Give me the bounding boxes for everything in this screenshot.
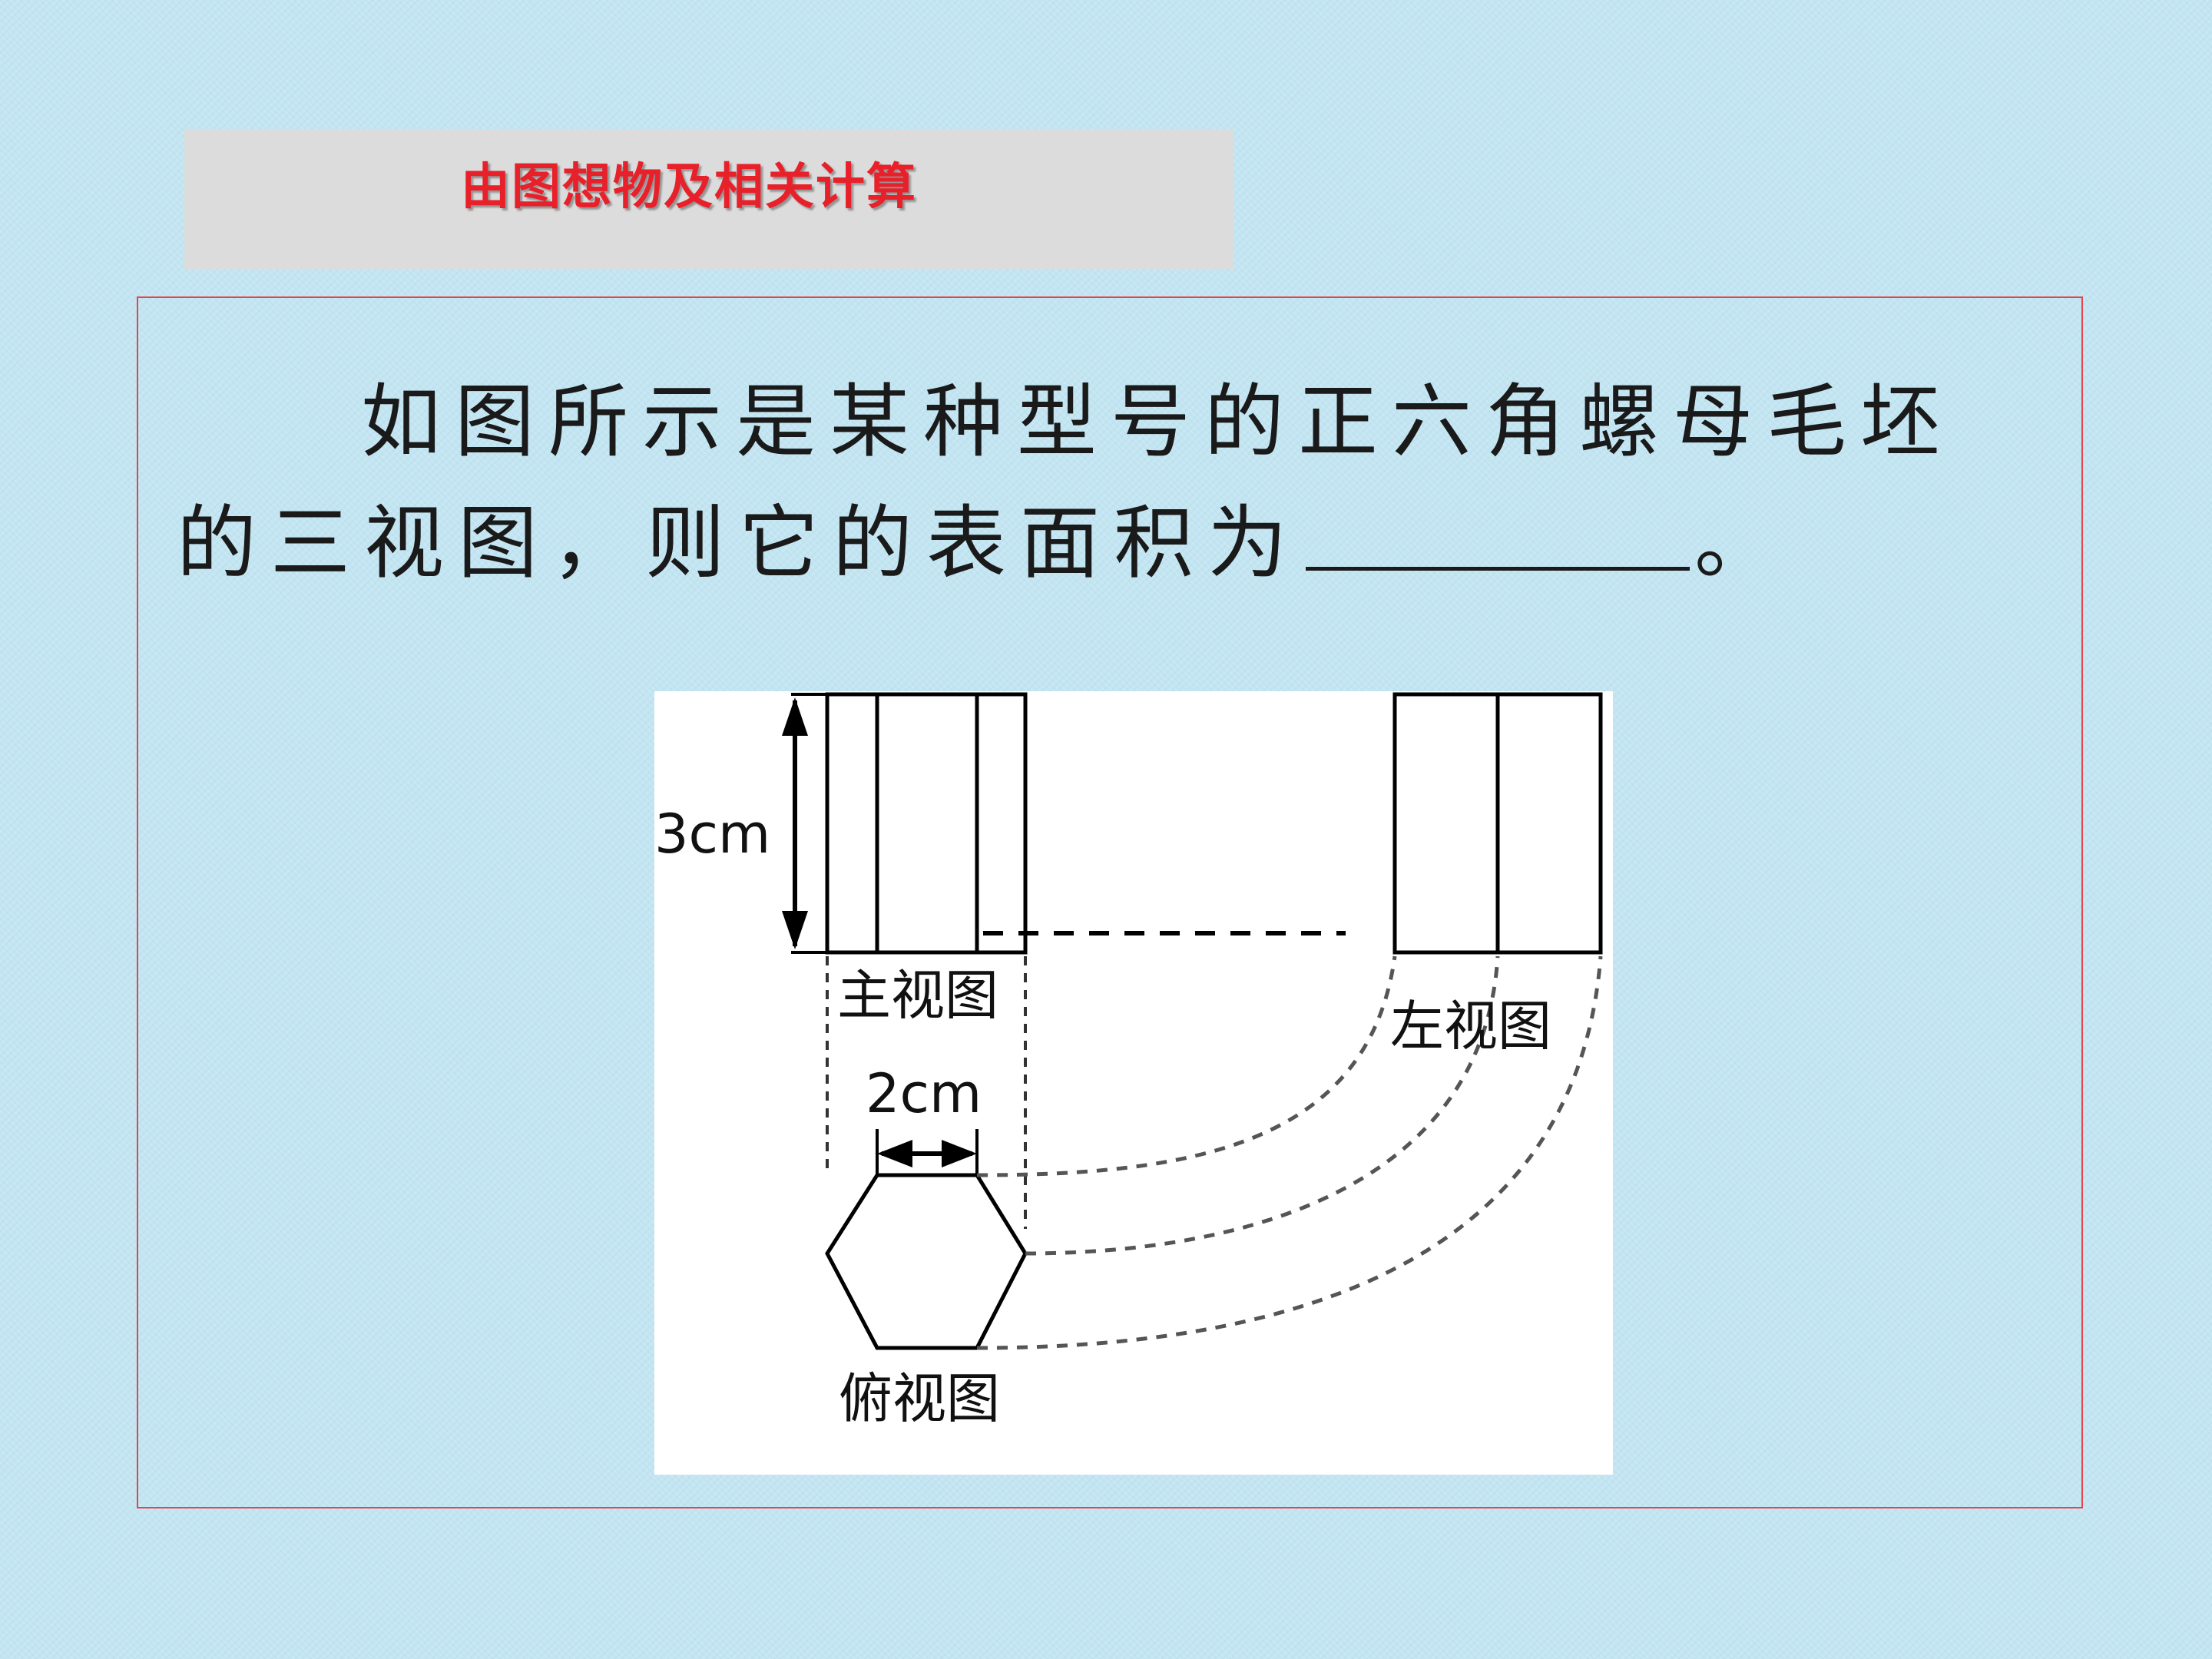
question-line-2: 的三视图，则它的表面积为 。 <box>177 482 2051 604</box>
arrow-up-icon <box>782 697 808 736</box>
answer-blank[interactable] <box>1306 490 1690 571</box>
front-view-outline <box>825 692 1028 955</box>
front-view <box>825 692 1028 955</box>
arrow-left-icon <box>877 1140 912 1167</box>
page-title: 由图想物及相关计算 <box>461 159 917 216</box>
three-view-figure: 3cm 2cm 主视图 <box>654 691 1613 1475</box>
projection-arc-2 <box>1025 955 1500 1256</box>
three-view-diagram: 3cm 2cm 主视图 <box>654 692 1603 1430</box>
projection-arcs <box>976 955 1603 1350</box>
side-view-label: 左视图 <box>1390 995 1551 1058</box>
width-label: 2cm <box>866 1062 982 1125</box>
width-dimension <box>876 1129 979 1175</box>
question-line-2-prefix: 的三视图，则它的表面积为 <box>177 496 1302 590</box>
question-text: 如图所示是某种型号的正六角螺母毛坯 的三视图，则它的表面积为 。 <box>177 361 2051 604</box>
height-label: 3cm <box>654 803 770 866</box>
top-view-label: 俯视图 <box>839 1367 1000 1430</box>
height-dimension <box>782 693 827 954</box>
question-line-2-suffix: 。 <box>1694 496 1789 590</box>
top-view-hexagon <box>825 1173 1028 1350</box>
question-line-1: 如图所示是某种型号的正六角螺母毛坯 <box>361 375 1955 469</box>
projection-lines-vertical <box>826 956 1027 1229</box>
projection-arc-1 <box>976 955 1397 1177</box>
title-banner <box>184 129 1233 269</box>
arrow-right-icon <box>942 1140 977 1167</box>
arrow-down-icon <box>782 911 808 949</box>
projection-arc-3 <box>976 955 1603 1350</box>
front-view-label: 主视图 <box>837 964 998 1027</box>
side-view <box>1392 692 1603 955</box>
content-frame <box>137 296 2083 1508</box>
